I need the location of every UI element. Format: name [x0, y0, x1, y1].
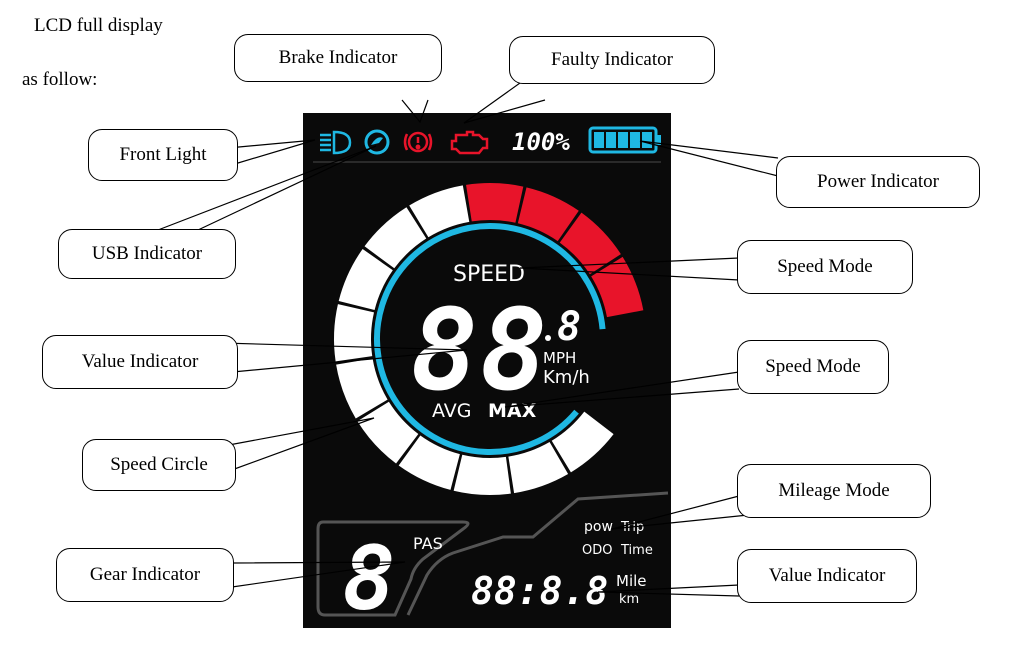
speed-decimal-point [545, 335, 551, 341]
callout-speed-circle: Speed Circle [82, 439, 236, 491]
unit-km: km [619, 592, 639, 607]
callout-brake-indicator: Brake Indicator [234, 34, 442, 82]
speed-segment [364, 207, 427, 269]
leader-gear [231, 561, 406, 588]
speed-segment [336, 358, 388, 419]
battery-cell [630, 132, 640, 148]
battery-cell [618, 132, 628, 148]
battery-cell [606, 132, 616, 148]
speed-segment [338, 248, 393, 311]
speed-segment [357, 401, 419, 464]
speed-segment [551, 411, 614, 473]
faulty-icon [450, 130, 489, 155]
leader-speed-circle [217, 417, 375, 476]
callout-speed-mode-2: Speed Mode [737, 340, 889, 394]
unit-mph: MPH [543, 349, 576, 367]
speed-circle [334, 183, 644, 496]
unit-kmh: Km/h [543, 367, 590, 388]
leader-faulty [463, 77, 546, 124]
callout-value-indicator-2: Value Indicator [737, 549, 917, 603]
leader-mileage [611, 495, 759, 530]
intro-line-2: as follow: [22, 69, 98, 90]
speed-segment [508, 442, 569, 494]
mileage-value: 88:8.8 [471, 569, 608, 613]
battery-cell [594, 132, 604, 148]
pow-label: pow [584, 519, 613, 535]
bottom-frame [316, 520, 470, 617]
leader-speed-mode-1 [519, 257, 740, 281]
speed-value: 88 [411, 286, 550, 416]
bottom-divider [406, 491, 669, 616]
speed-segment [559, 212, 621, 275]
unit-mile: Mile [616, 572, 647, 590]
leader-front-light [227, 139, 316, 167]
leader-usb [157, 145, 377, 231]
odo-label: ODO [582, 543, 612, 558]
leader-speed-mode-2 [504, 371, 740, 408]
leader-value-1 [221, 342, 468, 374]
avg-label: AVG [432, 400, 472, 422]
callout-gear-indicator: Gear Indicator [56, 548, 234, 602]
battery-cell [642, 132, 652, 148]
time-label: Time [620, 543, 653, 558]
callout-speed-mode-1: Speed Mode [737, 240, 913, 294]
battery-percent: 100% [512, 128, 570, 156]
speed-segment [466, 183, 524, 223]
speed-label: SPEED [453, 262, 525, 287]
usb-icon [364, 129, 390, 155]
callout-front-light: Front Light [88, 129, 238, 181]
speed-decimal: 8 [557, 304, 581, 350]
brake-icon [403, 131, 433, 153]
gear-value: 8 [343, 527, 396, 628]
callout-mileage-mode: Mileage Mode [737, 464, 931, 518]
speed-segment [453, 454, 511, 496]
speed-segment [398, 435, 460, 490]
callout-usb-indicator: USB Indicator [58, 229, 236, 279]
speed-inner-ring [374, 223, 606, 455]
intro-line-1: LCD full display [34, 15, 163, 36]
leader-brake [401, 99, 429, 124]
callout-faulty-indicator: Faulty Indicator [509, 36, 715, 84]
front-light-icon [320, 130, 352, 155]
pas-label: PAS [413, 534, 443, 553]
speed-segment [591, 256, 644, 318]
leader-power [639, 140, 779, 177]
speed-segment [409, 185, 470, 238]
battery-icon [588, 126, 661, 154]
callout-power-indicator: Power Indicator [776, 156, 980, 208]
speed-segment [517, 187, 579, 242]
callout-value-indicator-1: Value Indicator [42, 335, 238, 389]
leader-value-2 [597, 584, 740, 597]
lcd-display: 100% SPEED 88 8 MPH Km/h AVG MAX PAS 8 p… [303, 113, 671, 628]
